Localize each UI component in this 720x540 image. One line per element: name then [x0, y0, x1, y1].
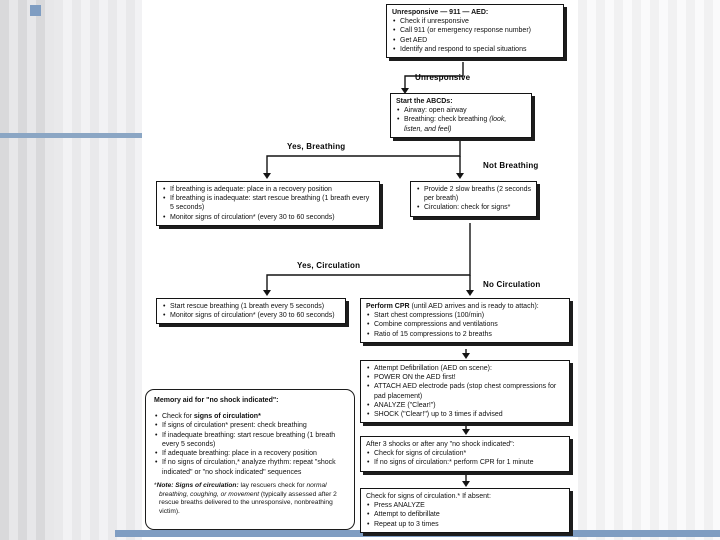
flow-box-assess: Unresponsive — 911 — AED: Check if unres…: [386, 4, 564, 59]
box-cpr-bullet: Ratio of 15 compressions to 2 breaths: [366, 330, 564, 339]
flow-box-circulation: Start rescue breathing (1 breath every 5…: [156, 298, 346, 325]
memory-aid-bullet: Check for signs of circulation*: [154, 412, 346, 421]
box-check-circ-bullet: Press ANALYZE: [366, 501, 564, 510]
box-abcd-bullet: Airway: open airway: [396, 106, 526, 115]
arrowhead-not-breathing: [456, 173, 464, 179]
box-defib-bullet: Attempt Defibrillation (AED on scene):: [366, 364, 564, 373]
box-assess-bullet: Check if unresponsive: [392, 17, 558, 26]
box-circulation-bullet: Monitor signs of circulation* (every 30 …: [162, 311, 340, 320]
box-check-circ-bullet: Attempt to defibrillate: [366, 510, 564, 519]
box-defib-bullet: ATTACH AED electrode pads (stop chest co…: [366, 382, 564, 400]
flow-box-after-shocks: After 3 shocks or after any "no shock in…: [360, 436, 570, 472]
accent-square: [30, 5, 41, 16]
connector-assess-to-abcd: [404, 62, 464, 89]
note-lead: Note: Signs of circulation:: [156, 481, 239, 489]
note-mid: lay rescuers check for: [238, 481, 307, 489]
box-breathing-bullet: Monitor signs of circulation* (every 30 …: [162, 213, 374, 222]
box-cpr-title: Perform CPR (until AED arrives and is re…: [366, 302, 564, 311]
memory-aid-bullet: If signs of circulation* present: check …: [154, 421, 346, 430]
branch-label-yes-circulation: Yes, Circulation: [297, 261, 361, 270]
memory-aid-bullet: If adequate breathing: place in a recove…: [154, 449, 346, 458]
note-tail: (typically assessed after 2 rescue breat…: [159, 490, 337, 515]
memory-aid-bullet: If no signs of circulation,* analyze rhy…: [154, 458, 346, 476]
flow-box-abcd: Start the ABCDs: Airway: open airway Bre…: [390, 93, 532, 138]
memory-b1-pre: Check for: [162, 413, 194, 421]
box-breathing-bullet: If breathing is inadequate: start rescue…: [162, 194, 374, 212]
arrowhead-defib: [462, 353, 470, 359]
box-cpr-bullet: Combine compressions and ventilations: [366, 320, 564, 329]
memory-aid-note: *Note: Signs of circulation: lay rescuer…: [154, 482, 346, 517]
arrowhead-after-shocks: [462, 429, 470, 435]
abcd-breathing-italic: (look, listen, and feel): [404, 116, 507, 133]
flow-box-defib: Attempt Defibrillation (AED on scene): P…: [360, 360, 570, 424]
box-after-shocks-title: After 3 shocks or after any "no shock in…: [366, 441, 515, 448]
flow-box-not-breathing: Provide 2 slow breaths (2 seconds per br…: [410, 181, 537, 217]
box-abcd-title: Start the ABCDs:: [396, 98, 453, 105]
box-circulation-bullet: Start rescue breathing (1 breath every 5…: [162, 302, 340, 311]
branch-label-not-breathing: Not Breathing: [483, 161, 539, 170]
box-abcd-bullet: Breathing: check breathing (look, listen…: [396, 115, 526, 133]
abcd-breathing-text: Breathing: check breathing: [404, 116, 490, 124]
cpr-title-rest: (until AED arrives and is ready to attac…: [409, 303, 539, 310]
box-after-shocks-bullet: Check for signs of circulation*: [366, 449, 564, 458]
box-defib-bullet: ANALYZE ("Clear!"): [366, 401, 564, 410]
note-italic: normal breathing, coughing, or movement: [159, 481, 327, 498]
box-check-circ-title: Check for signs of circulation.* If abse…: [366, 493, 491, 500]
box-after-shocks-bullet: If no signs of circulation:* perform CPR…: [366, 458, 564, 467]
flow-box-breathing: If breathing is adequate: place in a rec…: [156, 181, 380, 226]
branch-label-yes-breathing: Yes, Breathing: [287, 142, 346, 151]
arrowhead-yes-circulation: [263, 290, 271, 296]
left-stripe-band-light: [54, 0, 142, 540]
memory-aid-bullet: If inadequate breathing: start rescue br…: [154, 431, 346, 449]
cpr-title-bold: Perform CPR: [366, 303, 410, 310]
box-cpr-bullet: Start chest compressions (100/min): [366, 311, 564, 320]
box-not-breathing-bullet: Circulation: check for signs*: [416, 203, 531, 212]
connector-yes-circulation: [266, 223, 471, 291]
arrowhead-abcd: [401, 88, 409, 94]
box-assess-bullet: Call 911 (or emergency response number): [392, 26, 558, 35]
left-stripe-band-dark: [0, 0, 54, 540]
branch-label-no-circulation: No Circulation: [483, 280, 541, 289]
arrowhead-no-circulation: [466, 290, 474, 296]
arrowhead-yes-breathing: [263, 173, 271, 179]
box-assess-title: Unresponsive — 911 — AED:: [392, 9, 489, 16]
memory-aid-box: Memory aid for "no shock indicated": Che…: [145, 389, 355, 530]
memory-b1-bold: signs of circulation*: [193, 413, 261, 421]
connector-yes-breathing: [266, 140, 461, 174]
bottom-accent-bar: [115, 530, 720, 537]
accent-line: [0, 133, 142, 138]
box-not-breathing-bullet: Provide 2 slow breaths (2 seconds per br…: [416, 185, 531, 203]
note-marker: *: [154, 481, 157, 489]
right-stripe-band: [578, 0, 720, 540]
memory-aid-title: Memory aid for "no shock indicated":: [154, 397, 279, 404]
box-defib-bullet: POWER ON the AED first!: [366, 373, 564, 382]
box-assess-bullet: Identify and respond to special situatio…: [392, 45, 558, 54]
box-assess-bullet: Get AED: [392, 36, 558, 45]
box-defib-bullet: SHOCK ("Clear!") up to 3 times if advise…: [366, 410, 564, 419]
branch-label-unresponsive: Unresponsive: [415, 73, 471, 82]
box-check-circ-bullet: Repeat up to 3 times: [366, 520, 564, 529]
box-breathing-bullet: If breathing is adequate: place in a rec…: [162, 185, 374, 194]
flow-box-cpr: Perform CPR (until AED arrives and is re…: [360, 298, 570, 343]
flow-box-check-circ: Check for signs of circulation.* If abse…: [360, 488, 570, 533]
arrowhead-check-circ: [462, 481, 470, 487]
